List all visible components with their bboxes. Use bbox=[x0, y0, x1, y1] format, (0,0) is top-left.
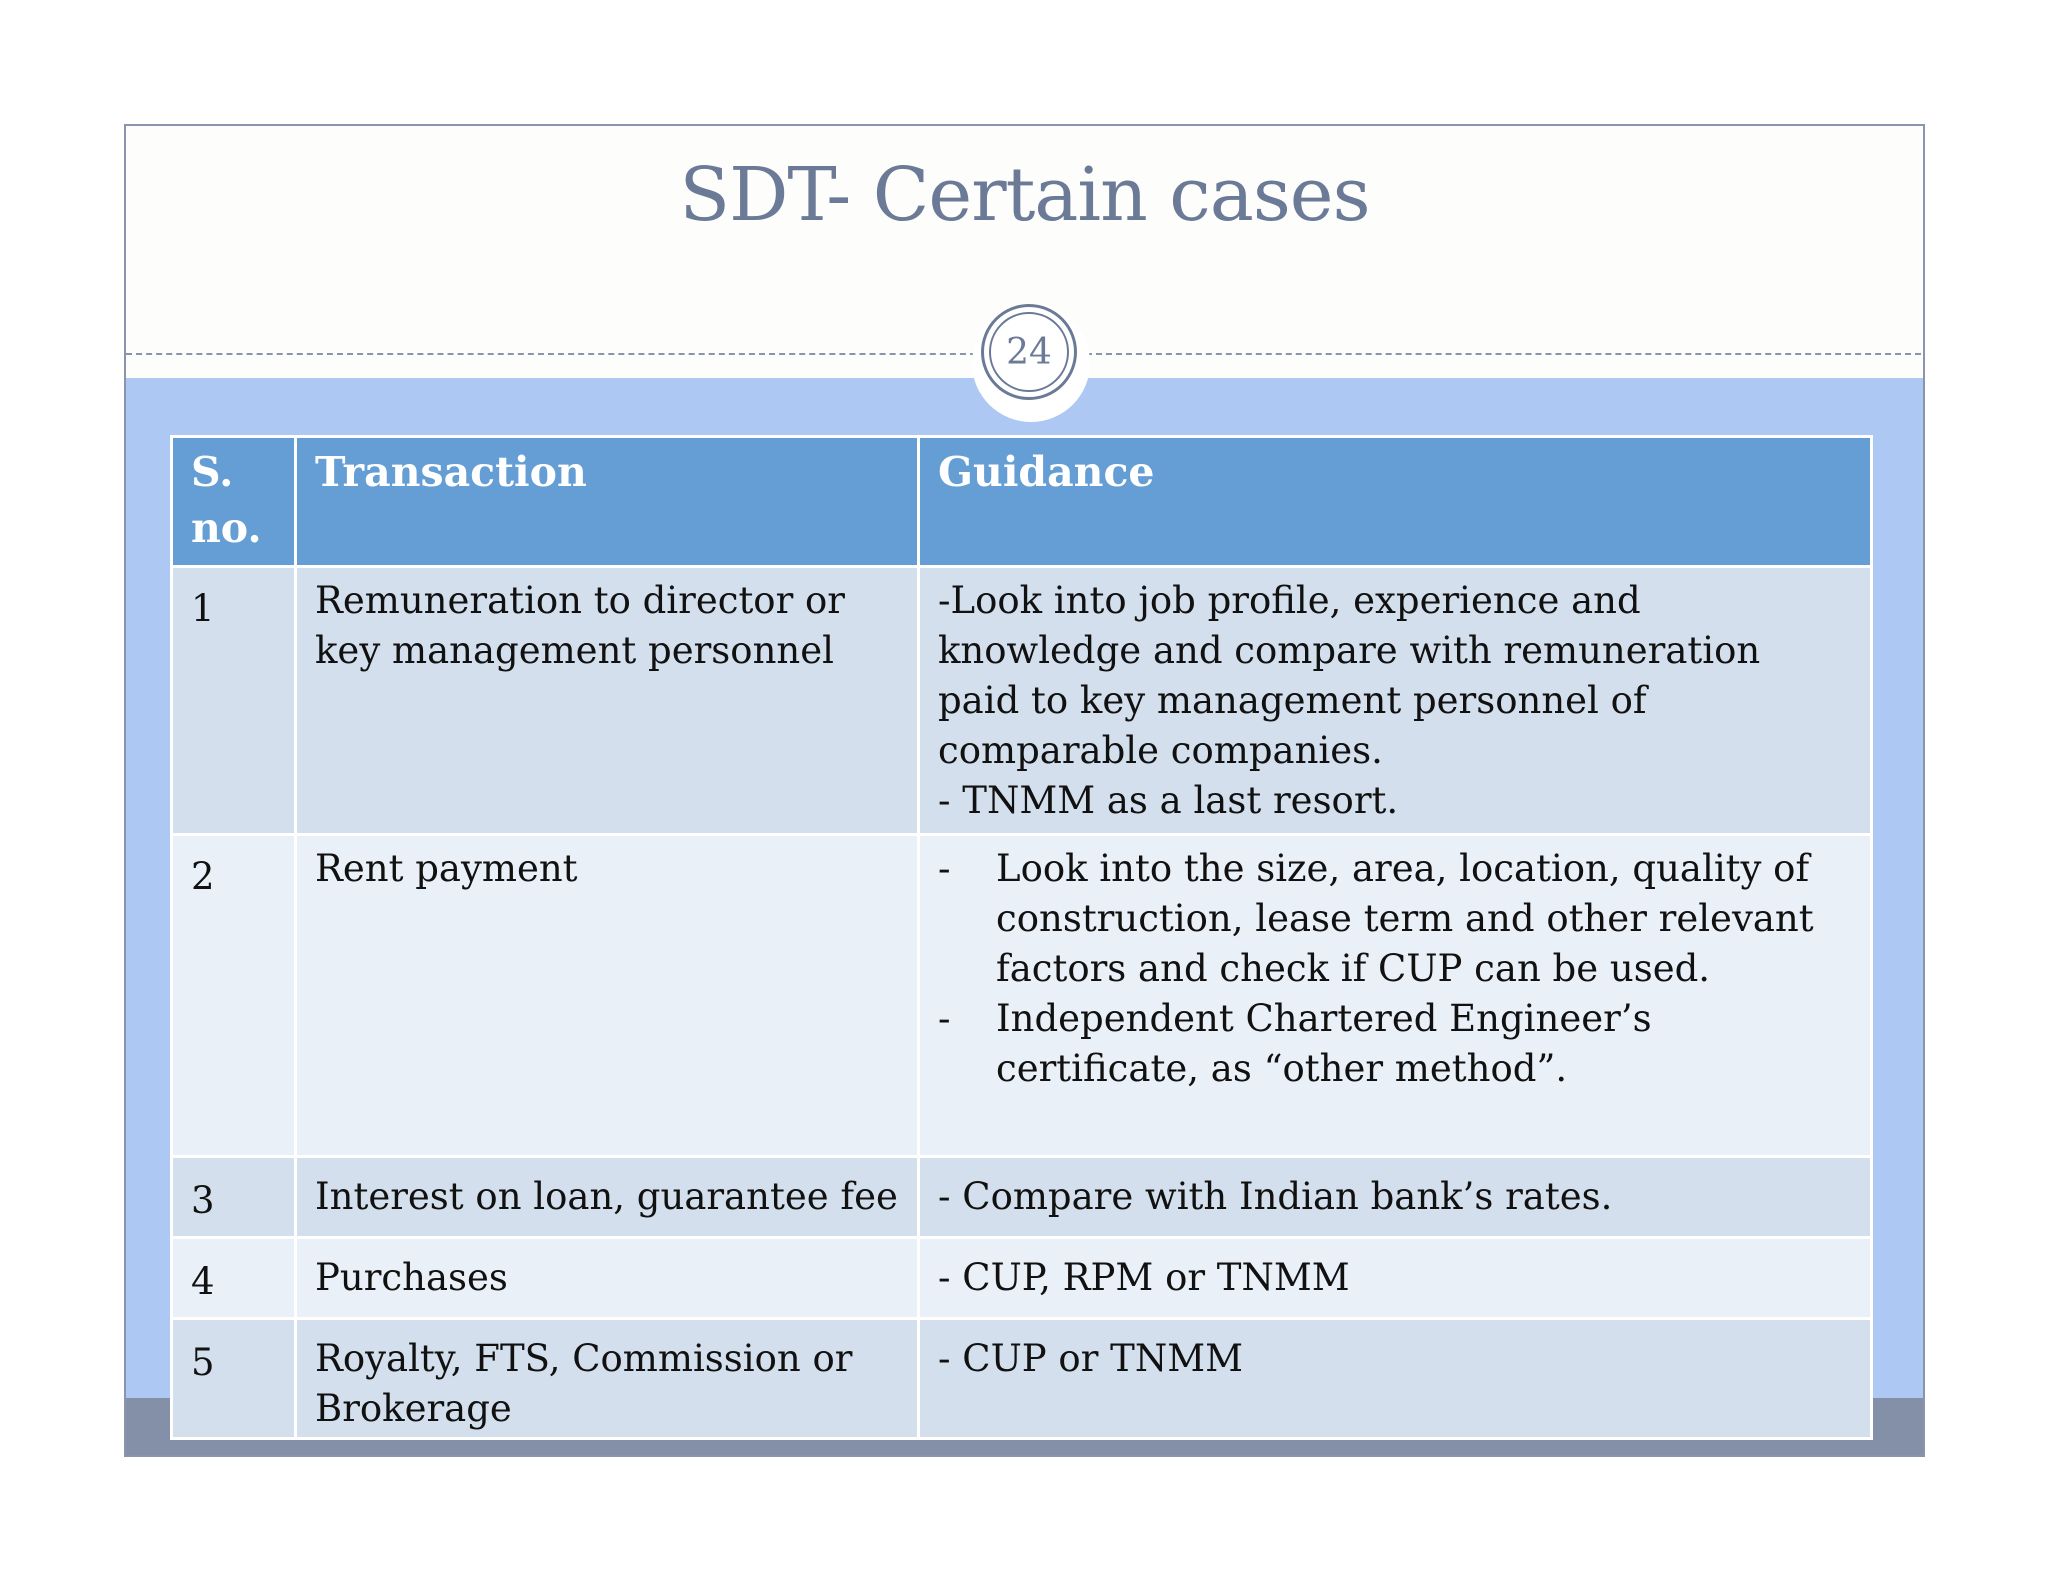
guidance-bullet: - Independent Chartered Engineer’s certi… bbox=[938, 994, 1852, 1094]
cell-guidance: - Look into the size, area, location, qu… bbox=[917, 833, 1873, 1158]
header-guidance: Guidance bbox=[917, 435, 1873, 568]
table-header-row: S. no. Transaction Guidance bbox=[170, 435, 1873, 568]
cell-guidance: - Compare with Indian bank’s rates. bbox=[917, 1155, 1873, 1239]
cell-sno: 5 bbox=[170, 1317, 297, 1440]
dashed-divider-right bbox=[1086, 353, 1923, 355]
cell-guidance: -Look into job profile, experience and k… bbox=[917, 565, 1873, 836]
bullet-text: Independent Chartered Engineer’s certifi… bbox=[996, 997, 1652, 1090]
cell-transaction: Royalty, FTS, Commission or Brokerage bbox=[294, 1317, 920, 1440]
cell-transaction: Remuneration to director or key manageme… bbox=[294, 565, 920, 836]
table-row: 4 Purchases - CUP, RPM or TNMM bbox=[170, 1236, 1873, 1320]
cell-transaction: Interest on loan, guarantee fee bbox=[294, 1155, 920, 1239]
header-sno: S. no. bbox=[170, 435, 297, 568]
cell-sno: 3 bbox=[170, 1155, 297, 1239]
table-row: 2 Rent payment - Look into the size, are… bbox=[170, 833, 1873, 1158]
table-row: 3 Interest on loan, guarantee fee - Comp… bbox=[170, 1155, 1873, 1239]
table-row: 1 Remuneration to director or key manage… bbox=[170, 565, 1873, 836]
page-number-badge: 24 bbox=[981, 304, 1077, 400]
guidance-line: -Look into job profile, experience and k… bbox=[938, 579, 1761, 772]
page-number: 24 bbox=[989, 312, 1069, 392]
bullet-dash: - bbox=[938, 997, 951, 1040]
bullet-text: Look into the size, area, location, qual… bbox=[996, 847, 1814, 990]
guidance-bullet: - Look into the size, area, location, qu… bbox=[938, 844, 1852, 994]
dashed-divider-left bbox=[126, 353, 976, 355]
cell-guidance: - CUP, RPM or TNMM bbox=[917, 1236, 1873, 1320]
slide: SDT- Certain cases 24 S. no. Transaction… bbox=[124, 124, 1925, 1457]
bullet-dash: - bbox=[938, 847, 951, 890]
guidance-line: - TNMM as a last resort. bbox=[938, 779, 1399, 822]
cell-sno: 2 bbox=[170, 833, 297, 1158]
table-row: 5 Royalty, FTS, Commission or Brokerage … bbox=[170, 1317, 1873, 1440]
cell-sno: 1 bbox=[170, 565, 297, 836]
cell-guidance: - CUP or TNMM bbox=[917, 1317, 1873, 1440]
header-transaction: Transaction bbox=[294, 435, 920, 568]
slide-title: SDT- Certain cases bbox=[679, 152, 1370, 238]
cases-table: S. no. Transaction Guidance 1 Remunerati… bbox=[170, 435, 1873, 1440]
cell-transaction: Rent payment bbox=[294, 833, 920, 1158]
cell-sno: 4 bbox=[170, 1236, 297, 1320]
cell-transaction: Purchases bbox=[294, 1236, 920, 1320]
